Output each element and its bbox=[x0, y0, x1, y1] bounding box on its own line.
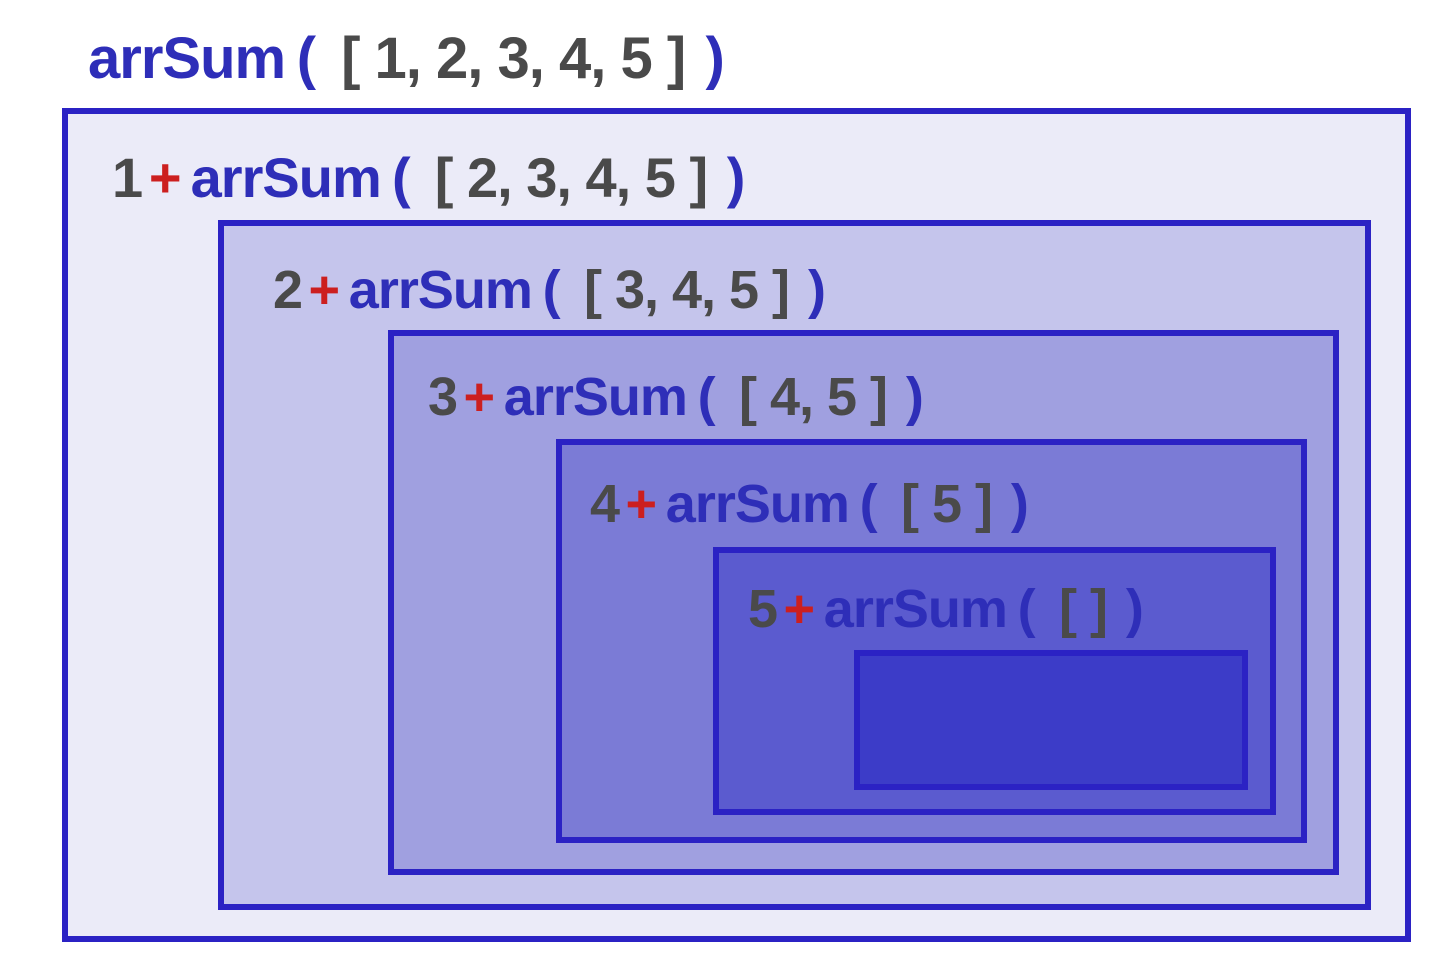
open-paren: ( bbox=[391, 146, 411, 209]
array-argument: [ ] bbox=[1058, 579, 1108, 639]
plus-operator: + bbox=[625, 474, 658, 534]
recursive-step-5: 5+arrSum( [ ]) bbox=[748, 579, 1144, 639]
close-paren: ) bbox=[726, 146, 746, 209]
open-paren: ( bbox=[1017, 579, 1036, 639]
array-argument: [ 1, 2, 3, 4, 5 ] bbox=[341, 26, 686, 91]
head-value: 3 bbox=[428, 367, 458, 427]
function-name: arrSum bbox=[88, 26, 286, 91]
root-call: arrSum([ 1, 2, 3, 4, 5 ]) bbox=[88, 30, 725, 88]
recursive-step-3: 3+arrSum( [ 4, 5 ]) bbox=[428, 367, 924, 427]
array-argument: [ 4, 5 ] bbox=[738, 367, 888, 427]
plus-operator: + bbox=[463, 367, 496, 427]
recursive-step-2: 2+arrSum( [ 3, 4, 5 ]) bbox=[273, 260, 826, 320]
function-name: arrSum bbox=[190, 146, 382, 209]
head-value: 4 bbox=[590, 474, 620, 534]
array-argument: [ 5 ] bbox=[900, 474, 993, 534]
close-paren: ) bbox=[807, 260, 826, 320]
close-paren: ) bbox=[705, 26, 724, 91]
array-argument: [ 2, 3, 4, 5 ] bbox=[434, 146, 708, 209]
head-value: 5 bbox=[748, 579, 778, 639]
function-name: arrSum bbox=[503, 367, 688, 427]
plus-operator: + bbox=[148, 146, 182, 209]
open-paren: ( bbox=[542, 260, 561, 320]
head-value: 1 bbox=[112, 146, 143, 209]
close-paren: ) bbox=[1010, 474, 1029, 534]
function-name: arrSum bbox=[823, 579, 1008, 639]
plus-operator: + bbox=[783, 579, 816, 639]
open-paren: ( bbox=[859, 474, 878, 534]
recursive-step-4: 4+arrSum( [ 5 ]) bbox=[590, 474, 1029, 534]
array-argument: [ 3, 4, 5 ] bbox=[583, 260, 790, 320]
close-paren: ) bbox=[1125, 579, 1144, 639]
recursion-box-base-case bbox=[854, 650, 1248, 790]
function-name: arrSum bbox=[665, 474, 850, 534]
open-paren: ( bbox=[296, 26, 316, 91]
close-paren: ) bbox=[905, 367, 924, 427]
open-paren: ( bbox=[697, 367, 716, 427]
function-name: arrSum bbox=[348, 260, 533, 320]
plus-operator: + bbox=[308, 260, 341, 320]
recursive-step-1: 1+arrSum([ 2, 3, 4, 5 ]) bbox=[112, 150, 745, 206]
head-value: 2 bbox=[273, 260, 303, 320]
